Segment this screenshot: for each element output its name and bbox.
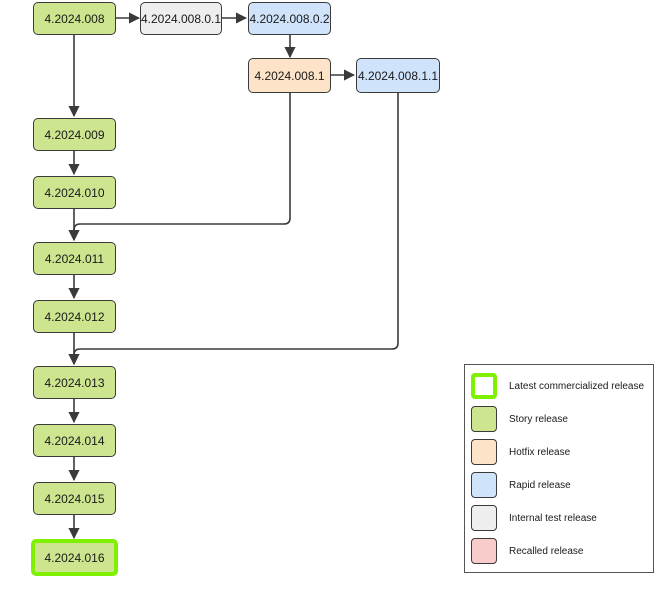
legend-swatch-latest — [471, 373, 497, 399]
release-node-4-2024-013[interactable]: 4.2024.013 — [33, 366, 116, 399]
release-node-4-2024-008-0-1[interactable]: 4.2024.008.0.1 — [140, 2, 222, 35]
release-node-4-2024-010[interactable]: 4.2024.010 — [33, 176, 116, 209]
release-node-4-2024-008-0-2[interactable]: 4.2024.008.0.2 — [248, 2, 331, 35]
legend-item-story: Story release — [471, 406, 568, 432]
legend: Latest commercialized release Story rele… — [464, 364, 654, 573]
release-node-4-2024-008-1[interactable]: 4.2024.008.1 — [248, 58, 331, 93]
legend-label: Internal test release — [509, 512, 597, 524]
legend-swatch-story — [471, 406, 497, 432]
legend-label: Latest commercialized release — [509, 380, 645, 392]
release-node-4-2024-008-1-1[interactable]: 4.2024.008.1.1 — [356, 58, 440, 93]
legend-label: Story release — [509, 413, 568, 425]
legend-label: Recalled release — [509, 545, 584, 557]
release-node-4-2024-016-latest[interactable]: 4.2024.016 — [31, 539, 118, 576]
release-node-4-2024-009[interactable]: 4.2024.009 — [33, 118, 116, 151]
release-node-4-2024-008[interactable]: 4.2024.008 — [33, 2, 116, 35]
release-node-4-2024-011[interactable]: 4.2024.011 — [33, 242, 116, 275]
release-node-4-2024-014[interactable]: 4.2024.014 — [33, 424, 116, 457]
legend-swatch-recalled — [471, 538, 497, 564]
legend-label: Rapid release — [509, 479, 571, 491]
legend-swatch-hotfix — [471, 439, 497, 465]
legend-item-latest: Latest commercialized release — [471, 373, 644, 399]
legend-item-recalled: Recalled release — [471, 538, 584, 564]
edge-008-1-1-to-013 — [68, 93, 399, 366]
legend-item-rapid: Rapid release — [471, 472, 571, 498]
edge-008-1-to-011 — [68, 93, 291, 242]
legend-swatch-internal — [471, 505, 497, 531]
legend-item-internal: Internal test release — [471, 505, 597, 531]
legend-item-hotfix: Hotfix release — [471, 439, 570, 465]
legend-swatch-rapid — [471, 472, 497, 498]
legend-label: Hotfix release — [509, 446, 571, 458]
release-node-4-2024-015[interactable]: 4.2024.015 — [33, 482, 116, 515]
release-node-4-2024-012[interactable]: 4.2024.012 — [33, 300, 116, 333]
